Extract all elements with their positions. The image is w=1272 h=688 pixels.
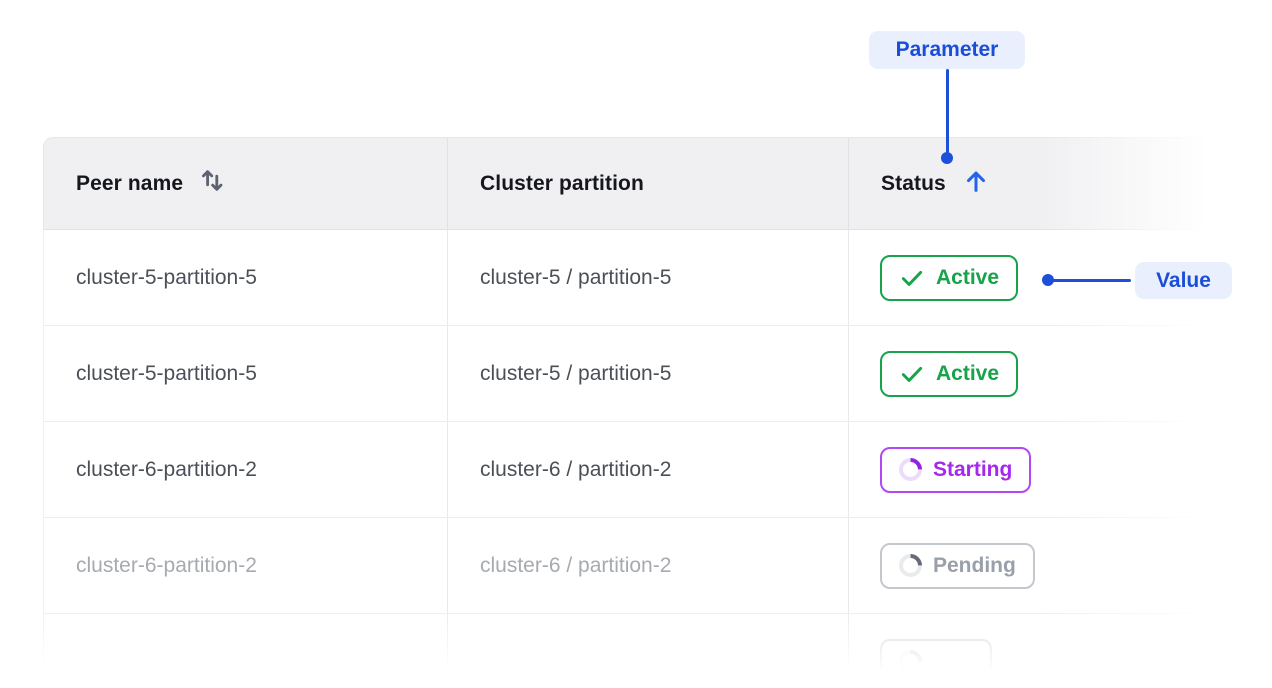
column-header-cluster-partition[interactable]: Cluster partition <box>447 138 848 229</box>
arrow-up-icon[interactable] <box>962 167 990 201</box>
peer-name-text: cluster-5-partition-5 <box>76 265 257 289</box>
cluster-partition-cell <box>447 614 848 688</box>
peer-name-cell: cluster-5-partition-5 <box>44 326 447 421</box>
status-badge: Starting <box>880 446 1032 493</box>
spinner-icon <box>894 549 927 582</box>
parameter-annotation-text: Parameter <box>895 38 999 61</box>
cluster-partition-header-label: Cluster partition <box>480 171 644 195</box>
status-cell: Pending <box>848 518 1240 613</box>
status-badge-label: Active <box>936 266 1000 289</box>
cluster-partition-cell: cluster-6 / partition-2 <box>447 518 848 613</box>
parameter-connector-line <box>946 69 949 153</box>
peer-name-cell: cluster-5-partition-5 <box>44 230 447 325</box>
cluster-partition-text: cluster-5 / partition-5 <box>480 361 672 385</box>
column-header-peer-name[interactable]: Peer name <box>44 138 447 229</box>
table-header-row: Peer name Cluster partition Status <box>43 137 1240 230</box>
cluster-partition-cell: cluster-5 / partition-5 <box>447 230 848 325</box>
status-badge <box>880 638 992 685</box>
peer-name-cell: cluster-6-partition-2 <box>44 422 447 517</box>
peer-name-text: cluster-6-partition-2 <box>76 457 257 481</box>
table-body: cluster-5-partition-5 cluster-5 / partit… <box>43 230 1240 688</box>
status-badge: Pending <box>880 542 1035 589</box>
value-annotation-text: Value <box>1156 268 1211 292</box>
table-row[interactable]: cluster-6-partition-2 cluster-6 / partit… <box>43 518 1240 614</box>
value-connector-line <box>1052 279 1131 282</box>
status-cell: Active <box>848 230 1240 325</box>
status-header-label: Status <box>881 171 946 195</box>
table-row[interactable] <box>43 614 1240 688</box>
table-row[interactable]: cluster-6-partition-2 cluster-6 / partit… <box>43 422 1240 518</box>
status-badge-label: Active <box>936 362 1000 385</box>
sort-updown-icon[interactable] <box>199 167 226 200</box>
peer-name-text: cluster-6-partition-2 <box>76 553 257 577</box>
cluster-partition-text: cluster-6 / partition-2 <box>480 553 672 577</box>
parameter-annotation-label: Parameter <box>869 31 1025 69</box>
cluster-partition-cell: cluster-5 / partition-5 <box>447 326 848 421</box>
parameter-connector-dot <box>941 152 953 164</box>
status-cell: Active <box>848 326 1240 421</box>
status-badge: Active <box>880 254 1019 301</box>
status-badge: Active <box>880 350 1019 397</box>
cluster-partition-text: cluster-6 / partition-2 <box>480 457 672 481</box>
status-badge-label: Starting <box>933 458 1013 481</box>
peer-name-text: cluster-5-partition-5 <box>76 361 257 385</box>
cluster-partition-cell: cluster-6 / partition-2 <box>447 422 848 517</box>
check-icon <box>899 361 925 387</box>
spinner-icon <box>894 645 927 678</box>
peers-table: Peer name Cluster partition Status <box>43 137 1240 688</box>
peer-name-cell <box>44 614 447 688</box>
column-header-status[interactable]: Status <box>848 138 1240 229</box>
status-cell: Starting <box>848 422 1240 517</box>
value-annotation-label: Value <box>1135 262 1232 299</box>
peer-name-cell: cluster-6-partition-2 <box>44 518 447 613</box>
check-icon <box>899 265 925 291</box>
status-cell <box>848 614 1240 688</box>
status-badge-label: Pending <box>933 554 1016 577</box>
cluster-partition-text: cluster-5 / partition-5 <box>480 265 672 289</box>
spinner-icon <box>894 453 927 486</box>
table-row[interactable]: cluster-5-partition-5 cluster-5 / partit… <box>43 326 1240 422</box>
table-row[interactable]: cluster-5-partition-5 cluster-5 / partit… <box>43 230 1240 326</box>
peer-name-header-label: Peer name <box>76 171 184 195</box>
